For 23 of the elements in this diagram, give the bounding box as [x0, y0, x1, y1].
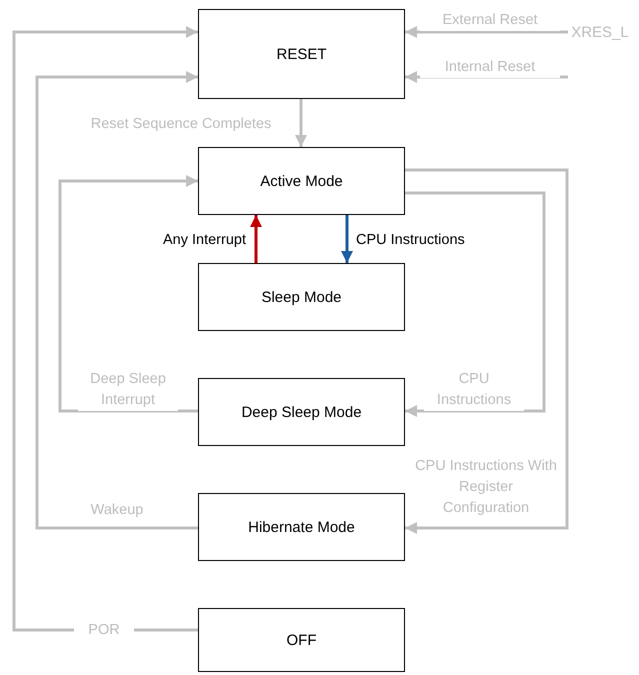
- arrow: [58, 175, 198, 412]
- state-name: Hibernate Mode: [248, 518, 355, 536]
- state-box: [198, 263, 405, 331]
- state-name: Active Mode: [260, 172, 343, 190]
- arrow: [295, 99, 307, 147]
- arrow: [405, 26, 568, 38]
- state-name: Deep Sleep Mode: [241, 404, 362, 420]
- state-name: OFF: [286, 632, 316, 648]
- arrow: [36, 71, 198, 530]
- state-name: Sleep Mode: [261, 288, 342, 306]
- signal-label: XRES_L: [571, 24, 629, 40]
- arrow: [405, 168, 568, 534]
- state-box: [198, 378, 405, 446]
- arrow: [12, 26, 198, 632]
- state-box: [198, 9, 405, 99]
- state-name: RESET: [276, 46, 326, 62]
- arrow: [250, 215, 262, 263]
- arrow: [405, 71, 568, 83]
- arrow: [341, 215, 353, 263]
- arrow: [405, 192, 546, 417]
- state-box: [198, 147, 405, 215]
- state-box: [198, 493, 405, 561]
- state-box: [198, 608, 405, 672]
